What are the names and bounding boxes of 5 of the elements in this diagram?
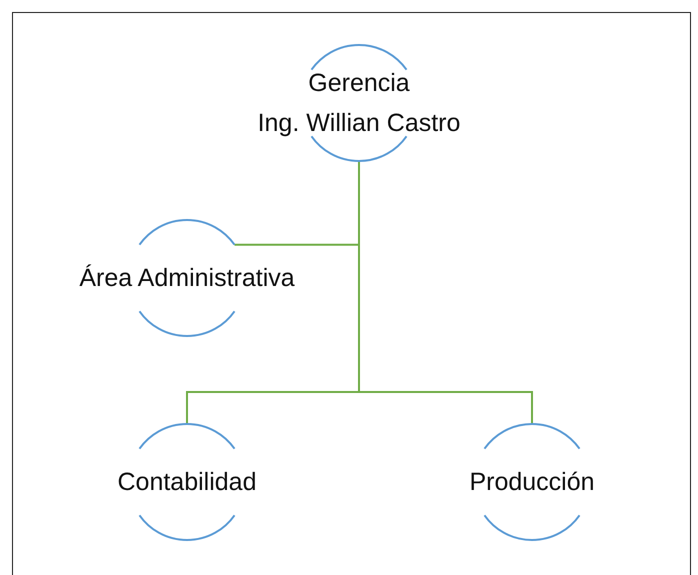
node-label: Gerencia (308, 68, 410, 98)
node-label: Área Administrativa (79, 263, 295, 293)
node-label: Contabilidad (118, 467, 256, 497)
node-label: Producción (469, 467, 595, 497)
node-label: Ing. Willian Castro (258, 108, 460, 138)
